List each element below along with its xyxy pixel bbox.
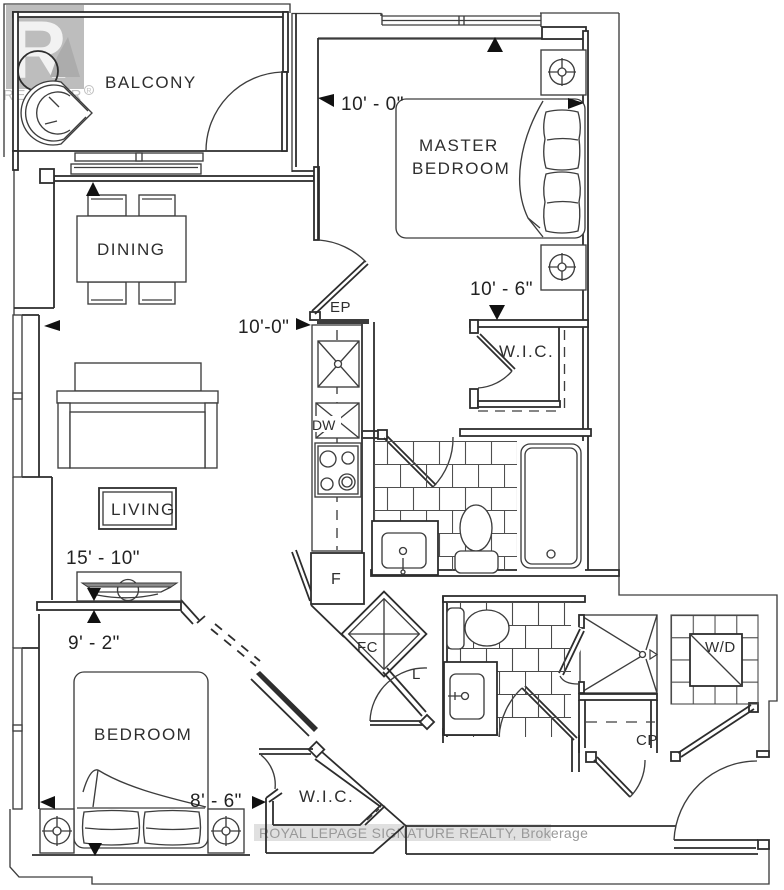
svg-text:LIVING: LIVING <box>111 500 176 519</box>
svg-text:8' - 6": 8' - 6" <box>190 791 242 812</box>
svg-text:CP: CP <box>636 732 658 749</box>
svg-text:BEDROOM: BEDROOM <box>94 725 192 744</box>
svg-text:DINING: DINING <box>97 240 166 259</box>
svg-text:DW: DW <box>312 417 336 433</box>
svg-text:F: F <box>331 571 341 588</box>
svg-text:BEDROOM: BEDROOM <box>412 159 510 178</box>
svg-text:MASTER: MASTER <box>419 136 499 155</box>
svg-text:L: L <box>412 666 421 683</box>
svg-text:10' - 6": 10' - 6" <box>470 279 533 300</box>
svg-text:ROYAL LEPAGE SIGNATURE REALTY,: ROYAL LEPAGE SIGNATURE REALTY, Brokerage <box>259 825 588 841</box>
svg-text:FC: FC <box>357 639 378 656</box>
svg-text:W.I.C.: W.I.C. <box>499 342 554 361</box>
svg-text:15' - 10": 15' - 10" <box>66 548 140 569</box>
svg-text:10' - 0": 10' - 0" <box>341 94 404 115</box>
svg-text:10'-0": 10'-0" <box>238 317 289 338</box>
svg-text:9' - 2": 9' - 2" <box>68 633 120 654</box>
svg-text:BALCONY: BALCONY <box>105 73 197 92</box>
svg-text:W/D: W/D <box>705 639 736 656</box>
svg-text:W.I.C.: W.I.C. <box>299 787 354 806</box>
svg-text:EP: EP <box>330 299 351 316</box>
svg-text:R: R <box>86 88 91 95</box>
